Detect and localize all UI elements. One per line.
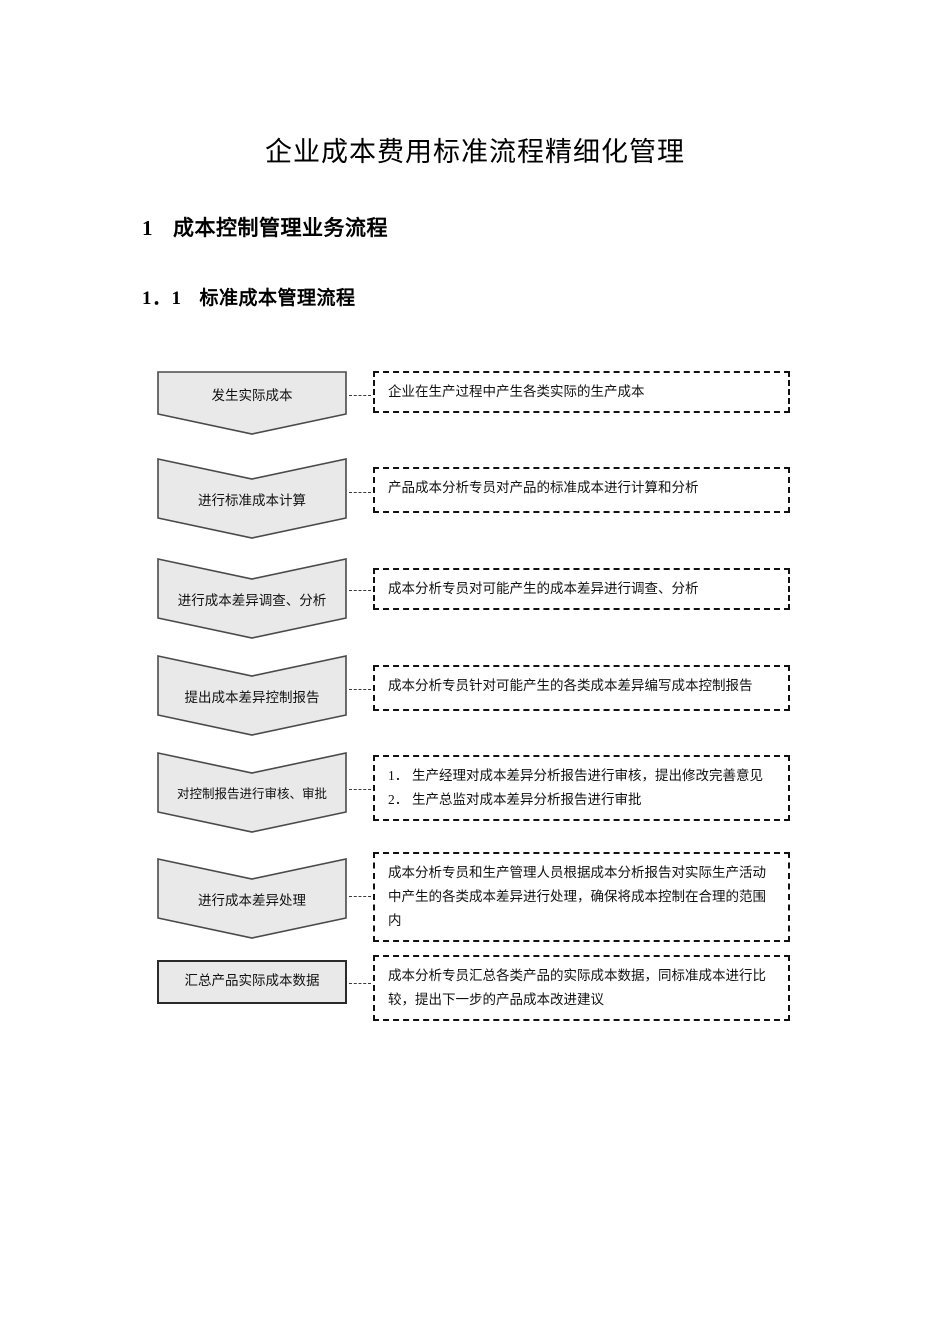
flow-step-label: 进行标准成本计算 bbox=[198, 492, 306, 508]
flow-step-label: 对控制报告进行审核、审批 bbox=[176, 786, 327, 801]
description-text: 成本分析专员对可能产生的成本差异进行调查、分析 bbox=[388, 581, 699, 596]
flow-step-rectangle bbox=[157, 960, 347, 1004]
flow-step-shape[interactable]: 发生实际成本 bbox=[157, 371, 347, 435]
flow-step-shape[interactable]: 进行标准成本计算 bbox=[157, 458, 347, 539]
flow-connector-dash bbox=[349, 896, 371, 897]
flow-connector-dash bbox=[349, 983, 371, 984]
description-text: 产品成本分析专员对产品的标准成本进行计算和分析 bbox=[388, 480, 699, 495]
flow-step-label: 进行成本差异处理 bbox=[198, 892, 306, 908]
flow-step-shape[interactable]: 进行成本差异调查、分析 bbox=[157, 558, 347, 639]
chevron-down-icon bbox=[157, 558, 347, 639]
description-text: 成本分析专员针对可能产生的各类成本差异编写成本控制报告 bbox=[388, 678, 753, 693]
flow-connector-dash bbox=[349, 789, 371, 790]
pentagon-down-icon bbox=[157, 371, 347, 435]
flow-connector-dash bbox=[349, 395, 371, 396]
subsection-heading-1-1: 1．1 标准成本管理流程 bbox=[142, 283, 356, 310]
flow-step-description: 成本分析专员针对可能产生的各类成本差异编写成本控制报告 bbox=[373, 665, 790, 711]
flow-step-label: 进行成本差异调查、分析 bbox=[177, 592, 327, 608]
flow-step-description: 成本分析专员对可能产生的成本差异进行调查、分析 bbox=[373, 568, 790, 610]
chevron-down-icon bbox=[157, 458, 347, 539]
flow-step-label: 发生实际成本 bbox=[211, 387, 293, 403]
chevron-down-icon bbox=[157, 752, 347, 833]
flow-connector-dash bbox=[349, 492, 371, 493]
flow-step-shape[interactable]: 对控制报告进行审核、审批 bbox=[157, 752, 347, 833]
flow-connector-dash bbox=[349, 590, 371, 591]
list-item-text: 生产总监对成本差异分析报告进行审批 bbox=[412, 792, 642, 807]
list-marker: 2． bbox=[388, 792, 409, 807]
description-text: 成本分析专员汇总各类产品的实际成本数据，同标准成本进行比较，提出下一步的产品成本… bbox=[388, 968, 766, 1007]
flow-connector-dash bbox=[349, 689, 371, 690]
description-list-item: 1．生产经理对成本差异分析报告进行审核，提出修改完善意见 bbox=[388, 764, 777, 788]
subsection-number: 1．1 bbox=[142, 288, 182, 309]
chevron-down-icon bbox=[157, 655, 347, 736]
subsection-label: 标准成本管理流程 bbox=[199, 288, 356, 309]
list-item-text: 生产经理对成本差异分析报告进行审核，提出修改完善意见 bbox=[412, 768, 763, 783]
list-marker: 1． bbox=[388, 768, 409, 783]
section-number: 1 bbox=[142, 216, 153, 240]
flow-step-description: 企业在生产过程中产生各类实际的生产成本 bbox=[373, 371, 790, 413]
document-title: 企业成本费用标准流程精细化管理 bbox=[265, 137, 685, 167]
description-list-item: 2．生产总监对成本差异分析报告进行审批 bbox=[388, 788, 777, 812]
description-text: 成本分析专员和生产管理人员根据成本分析报告对实际生产活动中产生的各类成本差异进行… bbox=[388, 865, 766, 928]
flow-step-shape[interactable]: 汇总产品实际成本数据 bbox=[157, 960, 347, 1004]
flow-step-shape[interactable]: 进行成本差异处理 bbox=[157, 858, 347, 939]
section-label: 成本控制管理业务流程 bbox=[173, 216, 388, 240]
flow-step-label: 汇总产品实际成本数据 bbox=[184, 973, 320, 988]
section-heading-1: 1 成本控制管理业务流程 bbox=[142, 212, 388, 242]
chevron-down-icon bbox=[157, 858, 347, 939]
flow-step-description: 成本分析专员和生产管理人员根据成本分析报告对实际生产活动中产生的各类成本差异进行… bbox=[373, 852, 790, 942]
description-text: 企业在生产过程中产生各类实际的生产成本 bbox=[388, 384, 645, 399]
flow-step-shape[interactable]: 提出成本差异控制报告 bbox=[157, 655, 347, 736]
flow-step-label: 提出成本差异控制报告 bbox=[184, 689, 320, 705]
flow-step-description: 产品成本分析专员对产品的标准成本进行计算和分析 bbox=[373, 467, 790, 513]
flow-step-description: 成本分析专员汇总各类产品的实际成本数据，同标准成本进行比较，提出下一步的产品成本… bbox=[373, 955, 790, 1021]
